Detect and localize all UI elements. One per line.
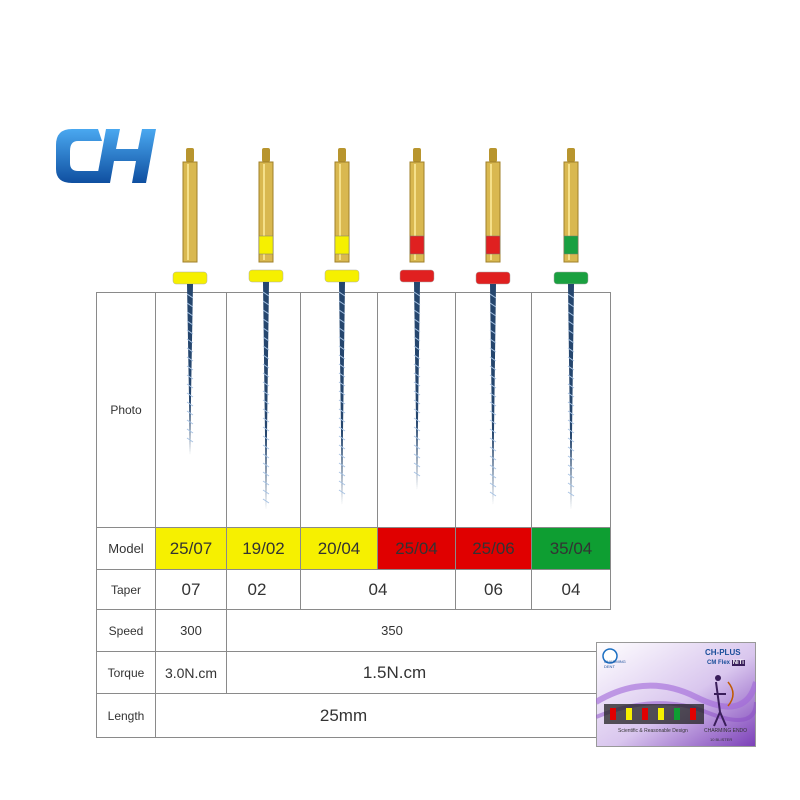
length-cell: 25mm (319, 705, 368, 725)
torque-cell: 3.0N.cm (164, 664, 218, 681)
taper-cell: 06 (484, 579, 503, 599)
package-count: 10 BLISTER (710, 737, 733, 742)
package-tagline: Scientific & Reasonable Design (618, 728, 688, 734)
model-cell: 25/06 (456, 528, 531, 569)
taper-cell: 04 (561, 579, 581, 599)
speed-cell: 350 (381, 623, 403, 638)
row-label-taper: Taper (110, 582, 142, 597)
row-label-length: Length (107, 708, 145, 723)
model-cell: 20/04 (301, 528, 377, 569)
taper-cell: 02 (247, 579, 267, 599)
model-cell: 19/02 (227, 528, 300, 569)
endo-file (172, 148, 208, 455)
brand-logo (56, 129, 156, 183)
model-cell: 25/07 (156, 528, 226, 569)
row-label-model: Model (108, 541, 144, 556)
torque-cell: 1.5N.cm (362, 662, 427, 682)
row-label-speed: Speed (108, 623, 144, 638)
endo-file (475, 148, 511, 505)
endo-file (399, 148, 435, 490)
package-maker: CHARMING DENT (604, 659, 626, 669)
product-package (596, 642, 756, 747)
model-cell: 25/04 (378, 528, 455, 569)
model-cell: 35/04 (532, 528, 610, 569)
endo-file (324, 148, 360, 505)
taper-cell: 07 (181, 579, 201, 599)
package-product: CM Flex (707, 660, 731, 666)
row-label-torque: Torque (107, 665, 145, 680)
taper-cell: 04 (368, 579, 388, 599)
endo-file (553, 148, 589, 510)
package-series: CHARMING ENDO (704, 728, 748, 734)
package-brand: CH-PLUS (705, 648, 741, 657)
endo-file (248, 148, 284, 510)
speed-cell: 300 (180, 623, 202, 638)
row-label-photo: Photo (110, 402, 142, 417)
package-product-tag: NiTi (731, 660, 745, 666)
